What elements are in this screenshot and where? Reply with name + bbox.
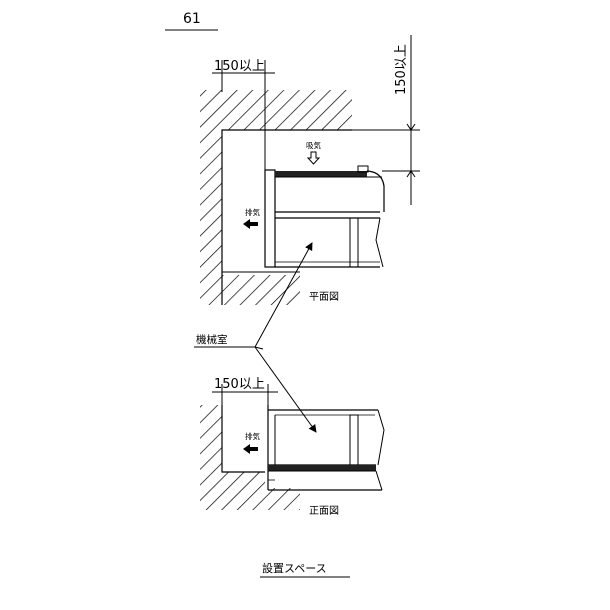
front-dim-label: 150以上 <box>214 377 265 392</box>
plan-wall-outline <box>221 129 352 305</box>
exhaust-label-top: 排気 <box>245 207 260 217</box>
plan-dim-back-label: 150以上 <box>394 44 409 95</box>
front-cabinet <box>267 405 385 491</box>
page-number: 61 <box>183 11 201 27</box>
plan-dim-back-tick-top <box>406 123 416 131</box>
caption: 設置スペース <box>262 561 327 575</box>
machine-room-underline <box>194 346 264 350</box>
plan-dim-back-tick-bottom <box>406 170 416 178</box>
machine-room-callout: 機械室 <box>194 242 317 433</box>
intake-label: 吸気 <box>306 140 321 150</box>
exhaust-label-bottom: 排気 <box>245 431 260 441</box>
front-view-label: 正面図 <box>309 505 339 517</box>
front-view: 150以上 排気 正面図 <box>200 377 385 517</box>
plan-dim-side-label: 150以上 <box>214 59 265 74</box>
front-wall-outline <box>221 405 265 473</box>
intake-arrow-icon <box>306 151 321 165</box>
machine-room-label: 機械室 <box>196 333 228 346</box>
plan-cabinet <box>264 165 385 268</box>
machine-room-leader-upper <box>254 242 313 348</box>
plan-wall-hatch-top <box>222 90 352 130</box>
front-wall-hatch <box>200 405 300 510</box>
machine-room-leader-lower <box>254 346 317 433</box>
plan-view-label: 平面図 <box>309 291 339 303</box>
exhaust-arrow-icon-top <box>243 219 258 229</box>
plan-view: 150以上 150以上 吸気 排気 平面図 <box>200 35 420 305</box>
exhaust-arrow-icon-bottom <box>243 444 258 454</box>
